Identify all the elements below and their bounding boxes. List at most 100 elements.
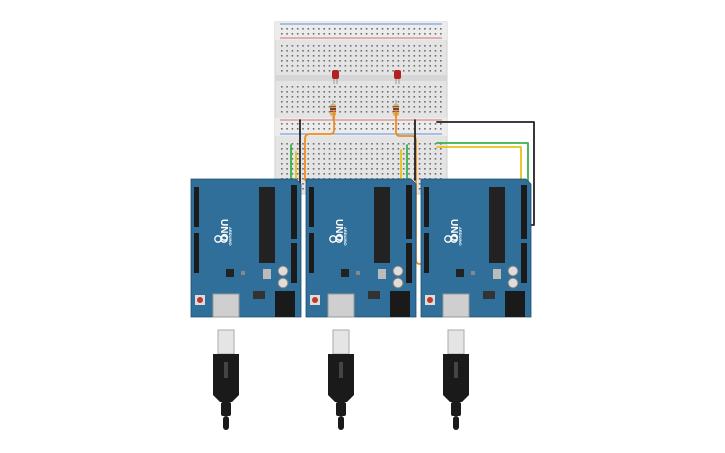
hole	[312, 50, 315, 52]
hole	[334, 173, 336, 175]
hole	[424, 60, 426, 62]
hole	[429, 45, 431, 47]
hole	[397, 33, 400, 35]
hole	[424, 163, 426, 165]
analog-header	[309, 233, 314, 273]
hole	[355, 153, 357, 155]
hole	[344, 65, 347, 67]
hole	[355, 50, 357, 52]
hole	[408, 45, 410, 47]
hole	[365, 70, 368, 72]
hole	[424, 28, 426, 30]
hole	[349, 65, 352, 67]
hole	[429, 86, 431, 88]
hole	[286, 168, 288, 170]
hole	[296, 106, 299, 108]
hole	[344, 128, 347, 130]
hole	[392, 33, 394, 35]
hole	[440, 128, 442, 130]
hole	[286, 123, 288, 125]
usb-cable-1[interactable]	[213, 329, 239, 430]
hole	[302, 65, 304, 67]
hole	[318, 128, 320, 130]
hole	[339, 111, 341, 113]
hole	[349, 148, 352, 150]
hole	[286, 33, 288, 35]
hole	[440, 70, 442, 72]
hole	[339, 101, 341, 103]
small-chip	[226, 269, 234, 277]
hole	[360, 86, 363, 88]
hole	[440, 163, 442, 165]
hole	[328, 101, 331, 103]
power-header	[424, 187, 429, 227]
hole	[355, 111, 357, 113]
usb-cable-3[interactable]	[443, 329, 469, 430]
hole	[328, 123, 331, 125]
hole	[323, 28, 325, 30]
hole	[429, 143, 431, 145]
arduino-logo-icon	[220, 235, 228, 243]
hole	[434, 45, 437, 47]
hole	[413, 60, 416, 62]
hole	[408, 153, 410, 155]
hole	[371, 168, 373, 170]
hole	[387, 128, 389, 130]
hole	[296, 60, 299, 62]
hole	[318, 158, 320, 160]
hole	[281, 106, 283, 108]
hole	[371, 91, 373, 93]
hole	[408, 86, 410, 88]
hole	[429, 163, 431, 165]
hole	[371, 106, 373, 108]
hole	[429, 173, 431, 175]
hole	[381, 153, 384, 155]
hole	[286, 70, 288, 72]
usb-cable-2[interactable]	[328, 329, 354, 430]
hole	[296, 86, 299, 88]
hole	[381, 111, 384, 113]
hole	[376, 158, 378, 160]
led-2[interactable]	[394, 70, 401, 84]
hole	[429, 153, 431, 155]
hole	[402, 128, 405, 130]
wire-green-3[interactable]	[436, 142, 529, 187]
hole	[371, 158, 373, 160]
hole	[408, 55, 410, 57]
wire-yellow-3[interactable]	[436, 146, 522, 189]
hole	[318, 60, 320, 62]
smd-part	[241, 271, 245, 275]
hole	[387, 106, 389, 108]
hole	[392, 163, 394, 165]
hole	[302, 33, 304, 35]
hole	[312, 163, 315, 165]
atmega-chip	[374, 187, 390, 263]
regulator	[253, 291, 265, 299]
hole	[440, 45, 442, 47]
hole	[355, 148, 357, 150]
wire-orange-1[interactable]	[304, 111, 335, 181]
hole	[376, 28, 378, 30]
usb-strain-relief	[336, 402, 346, 416]
hole	[355, 143, 357, 145]
led-1[interactable]	[332, 70, 339, 84]
center-channel	[275, 75, 447, 81]
hole	[418, 188, 421, 190]
hole	[429, 168, 431, 170]
hole	[402, 65, 405, 67]
hole	[344, 91, 347, 93]
hole	[360, 153, 363, 155]
hole	[381, 86, 384, 88]
hole	[355, 33, 357, 35]
hole	[392, 148, 394, 150]
hole	[418, 173, 421, 175]
hole	[323, 65, 325, 67]
hole	[334, 163, 336, 165]
usb-strain-relief	[221, 402, 231, 416]
hole	[291, 33, 294, 35]
hole	[376, 45, 378, 47]
